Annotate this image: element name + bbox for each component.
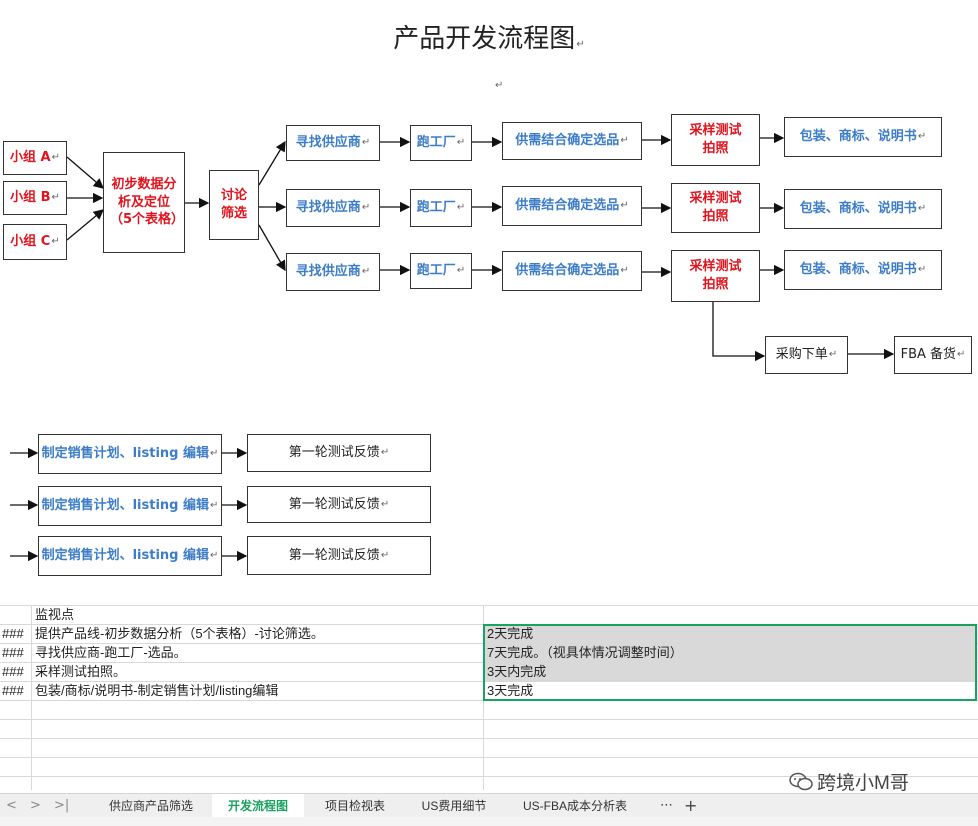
feedback-box-1: 第一轮测试反馈↵: [247, 434, 431, 472]
status-bar: [0, 817, 978, 826]
time-cell[interactable]: 3天完成: [487, 683, 534, 698]
tab-us-fee-detail[interactable]: US费用细节: [421, 799, 487, 813]
time-cell[interactable]: 7天完成。（视具体情况调整时间）: [487, 645, 683, 660]
tab-last-button[interactable]: >|: [54, 798, 70, 813]
time-cell-bg: [484, 625, 977, 643]
tab-prev-button[interactable]: <: [6, 798, 17, 813]
feedback-box-2: 第一轮测试反馈↵: [247, 486, 431, 523]
confirm-box-2: 供需结合确定选品↵: [502, 186, 642, 226]
analysis-box: 初步数据分析及定位（5个表格）: [103, 152, 185, 253]
factory-box-2: 跑工厂↵: [410, 189, 472, 227]
grid-row-line: [0, 662, 978, 663]
group-a-box: 小组 A↵: [3, 141, 67, 175]
fba-box: FBA 备货↵: [894, 336, 972, 374]
tab-us-fba-cost[interactable]: US-FBA成本分析表: [522, 799, 627, 813]
feedback-box-3: 第一轮测试反馈↵: [247, 536, 431, 575]
group-b-box: 小组 B↵: [3, 181, 67, 215]
more-tabs-button[interactable]: ⋯: [660, 798, 673, 813]
monitor-point-cell[interactable]: 提供产品线-初步数据分析（5个表格）-讨论筛选。: [35, 626, 324, 641]
grid-col-divider: [31, 605, 32, 790]
sample-box-1: 采样测试拍照: [671, 114, 760, 166]
grid-row-line: [0, 719, 978, 720]
sheet-tab-bar: < > >| 供应商产品筛选 开发流程图 项目检视表 US费用细节 US-FBA…: [0, 793, 978, 818]
grid-row-line: [0, 643, 978, 644]
wechat-icon: [789, 772, 813, 791]
discuss-box: 讨论筛选: [209, 170, 259, 240]
find-supplier-box-3: 寻找供应商↵: [286, 253, 380, 291]
sample-box-3: 采样测试拍照: [671, 250, 760, 302]
find-supplier-box-2: 寻找供应商↵: [286, 189, 380, 227]
group-c-box: 小组 C↵: [3, 224, 67, 260]
pack-box-1: 包装、商标、说明书↵: [784, 117, 942, 157]
factory-box-3: 跑工厂↵: [410, 253, 472, 289]
watermark: 跨境小M哥: [789, 768, 909, 795]
tab-dev-flowchart[interactable]: 开发流程图: [212, 794, 304, 818]
grid-row-line: [0, 738, 978, 739]
selection-range: [483, 624, 977, 701]
confirm-box-1: 供需结合确定选品↵: [502, 122, 642, 160]
row-hash-cell[interactable]: ###: [2, 645, 24, 660]
sample-box-2: 采样测试拍照: [671, 183, 760, 233]
row-hash-cell[interactable]: ###: [2, 626, 24, 641]
factory-box-1: 跑工厂↵: [410, 125, 472, 161]
sales-plan-box-1: 制定销售计划、listing 编辑↵: [38, 434, 222, 474]
confirm-box-3: 供需结合确定选品↵: [502, 251, 642, 291]
grid-row-line: [0, 776, 978, 777]
grid-row-line: [0, 757, 978, 758]
time-cell-bg: [484, 644, 977, 662]
pack-box-3: 包装、商标、说明书↵: [784, 250, 942, 290]
sales-plan-box-2: 制定销售计划、listing 编辑↵: [38, 486, 222, 526]
tab-supplier-filter[interactable]: 供应商产品筛选: [108, 799, 193, 813]
row-hash-cell[interactable]: ###: [2, 683, 24, 698]
monitor-point-cell[interactable]: 采样测试拍照。: [35, 664, 127, 679]
monitor-point-cell[interactable]: 包装/商标/说明书-制定销售计划/listing编辑: [35, 683, 279, 698]
pack-box-2: 包装、商标、说明书↵: [784, 189, 942, 229]
tab-next-button[interactable]: >: [30, 798, 41, 813]
grid-row-line: [0, 605, 978, 606]
time-cell-bg: [484, 663, 977, 681]
flow-connectors: [10, 132, 895, 562]
grid-row-line: [0, 681, 978, 682]
monitor-point-cell[interactable]: 寻找供应商-跑工厂-选品。: [35, 645, 187, 660]
page-title: 产品开发流程图↵: [393, 24, 585, 54]
add-sheet-button[interactable]: +: [684, 796, 698, 815]
tab-project-review[interactable]: 项目检视表: [324, 799, 385, 813]
sales-plan-box-3: 制定销售计划、listing 编辑↵: [38, 536, 222, 576]
purchase-box: 采购下单↵: [765, 336, 848, 374]
time-cell[interactable]: 2天完成: [487, 626, 534, 641]
paragraph-mark: ↵: [495, 80, 504, 91]
row-hash-cell[interactable]: ###: [2, 664, 24, 679]
find-supplier-box-1: 寻找供应商↵: [286, 125, 380, 161]
time-cell[interactable]: 3天内完成: [487, 664, 547, 679]
sheet-header-cell[interactable]: 监视点: [35, 607, 75, 622]
